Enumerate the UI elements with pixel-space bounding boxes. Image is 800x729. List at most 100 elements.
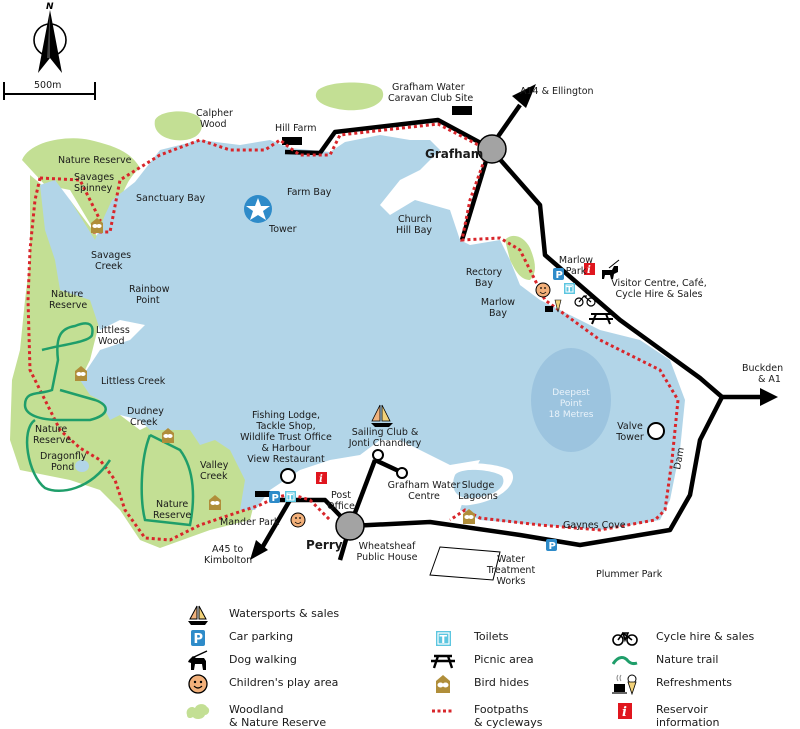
scale-label: 500m — [34, 80, 61, 91]
legend-footpaths: Footpaths & cycleways — [428, 700, 542, 729]
label-buckden: Buckden& A1 — [742, 363, 783, 385]
fishing-lodge-marker — [280, 468, 296, 484]
svg-text:Fishing Lodge,Tackle Shop,Wild: Fishing Lodge,Tackle Shop,Wildlife Trust… — [240, 410, 332, 465]
sludge-lagoons — [453, 469, 504, 499]
info-icon: i — [610, 700, 640, 722]
dragonfly-pond — [75, 460, 89, 472]
legend-play-area: Children's play area — [183, 673, 338, 695]
map-info-icons: i i — [316, 263, 595, 485]
svg-text:Littless Creek: Littless Creek — [101, 376, 166, 387]
svg-text:Mander Park: Mander Park — [220, 517, 280, 528]
svg-text:Nature Reserve: Nature Reserve — [58, 155, 132, 166]
dog-icon — [183, 650, 213, 672]
svg-text:P: P — [549, 541, 556, 552]
map-parking-icons: P P P — [269, 268, 564, 552]
map-refreshments-icon — [545, 299, 562, 313]
svg-text:Tower: Tower — [268, 224, 297, 235]
parking-icon: P — [183, 627, 213, 649]
svg-text:T: T — [567, 285, 573, 294]
svg-text:Plummer Park: Plummer Park — [596, 569, 663, 580]
svg-text:P: P — [556, 270, 563, 281]
deepest-point-area — [531, 348, 611, 452]
legend-dog-walking: Dog walking — [183, 650, 297, 672]
legend-woodland: Woodland & Nature Reserve — [183, 700, 326, 729]
svg-text:Visitor Centre, Café,Cycle Hir: Visitor Centre, Café,Cycle Hire & Sales — [611, 278, 706, 300]
svg-text:Hill Farm: Hill Farm — [275, 123, 317, 134]
svg-text:Dam: Dam — [672, 447, 687, 471]
map-dog-icon — [602, 259, 620, 279]
svg-text:T: T — [288, 493, 294, 502]
hill-farm-marker — [282, 137, 302, 145]
svg-text:i: i — [622, 705, 627, 719]
road-arrows — [250, 84, 778, 560]
label-grafham: Grafham — [425, 147, 483, 161]
map-smiley-icons — [290, 282, 551, 528]
north-arrow-icon: N — [33, 2, 67, 73]
sailboat-icon — [183, 604, 213, 626]
legend-car-parking: P Car parking — [183, 627, 293, 649]
map-legend: Watersports & sales P Car parking Dog wa… — [0, 600, 800, 729]
legend-refreshments: Refreshments — [610, 673, 732, 695]
nature-trails — [23, 322, 195, 527]
water-centre-marker — [396, 467, 408, 479]
map-sailboat-icon — [371, 404, 393, 427]
grafham-roundabout — [477, 134, 507, 164]
north-label: N — [46, 2, 54, 12]
legend-watersports: Watersports & sales — [183, 604, 339, 626]
refreshments-icon — [610, 673, 640, 695]
svg-text:Sanctuary Bay: Sanctuary Bay — [136, 193, 206, 204]
map-bicycle-icon — [574, 295, 596, 307]
svg-text:P: P — [272, 493, 279, 504]
caravan-site-marker — [452, 106, 472, 115]
legend-nature-trail: Nature trail — [610, 650, 719, 672]
legend-cycle-hire: Cycle hire & sales — [610, 627, 754, 649]
picnic-table-icon — [428, 650, 458, 672]
woodland-icon — [183, 700, 213, 722]
legend-picnic: Picnic area — [428, 650, 534, 672]
perry-roundabout — [335, 511, 365, 541]
toilets-icon: T — [428, 627, 458, 649]
svg-text:Farm Bay: Farm Bay — [287, 187, 332, 198]
scale-bar: 500m — [3, 80, 96, 100]
svg-text:Sailing Club &Jonti Chandlery: Sailing Club &Jonti Chandlery — [348, 427, 422, 449]
bird-hide-icon — [428, 673, 458, 695]
smiley-icon — [183, 673, 213, 695]
grafham-water-reservoir — [40, 135, 685, 530]
svg-text:P: P — [194, 632, 204, 646]
nature-trail-icon — [610, 650, 640, 672]
water-treatment-works — [429, 546, 501, 581]
legend-bird-hides: Bird hides — [428, 673, 529, 695]
svg-text:i: i — [587, 265, 591, 276]
sailing-club-marker — [372, 449, 384, 461]
roads — [260, 103, 760, 561]
svg-text:T: T — [439, 633, 447, 646]
svg-text:Gaynes Cove: Gaynes Cove — [563, 520, 626, 531]
legend-reservoir-info: i Reservoir information — [610, 700, 720, 729]
map-toilet-icons: T T — [285, 283, 575, 502]
